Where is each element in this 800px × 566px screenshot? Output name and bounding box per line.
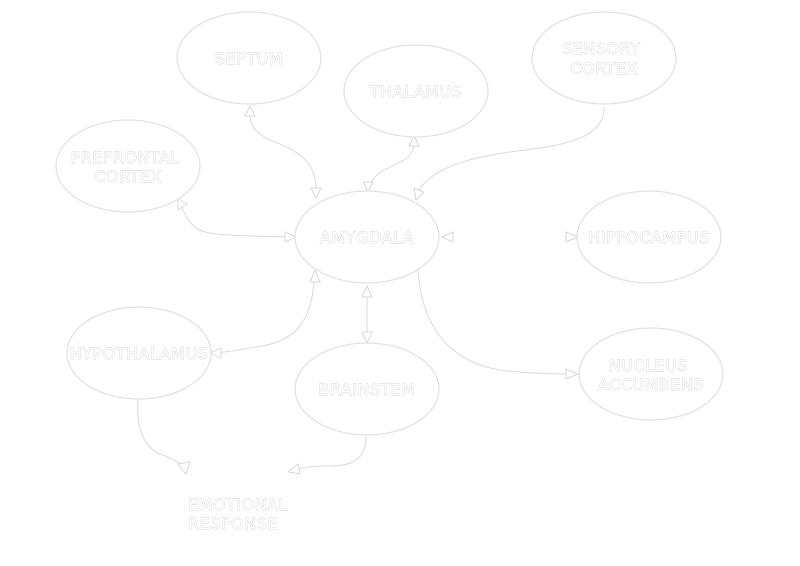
node-prefrontal-cortex-label: PREFRONTAL CORTEX <box>71 148 186 186</box>
edge-amygdala-septum <box>249 111 317 195</box>
node-nucleus-accumbens-label: NUCLEUS ACCUMBENS <box>598 356 704 394</box>
node-prefrontal-cortex: PREFRONTAL CORTEX <box>55 119 201 213</box>
arrowhead-into-amygdala-from-sensory-cortex <box>413 187 425 202</box>
node-hippocampus-shape <box>576 190 722 284</box>
node-nucleus-accumbens-shape <box>578 327 724 421</box>
node-brainstem: BRAINSTEM <box>294 342 440 436</box>
edge-amygdala-nucleus-accumbens <box>417 269 571 375</box>
node-amygdala-shape <box>294 190 440 284</box>
arrowhead-into-amygdala-from-brainstem <box>361 284 373 298</box>
node-thalamus-label: THALAMUS <box>369 82 463 101</box>
edges <box>137 107 605 471</box>
arrowhead-into-prefrontal-cortex <box>177 197 188 211</box>
node-septum-shape <box>176 11 322 105</box>
arrowhead-loose-into-amygdala <box>440 231 454 243</box>
node-brainstem-label: BRAINSTEM <box>318 380 415 399</box>
node-amygdala: AMYGDALA <box>294 190 440 284</box>
edge-sensory-cortex-amygdala <box>415 107 605 197</box>
node-hippocampus-label: HIPPOCAMPUS <box>588 228 710 247</box>
node-hypothalamus-label: HYPOTHALAMUS <box>70 344 209 363</box>
arrowhead-into-amygdala-from-septum <box>310 187 322 200</box>
node-septum-label: SEPTUM <box>215 49 283 68</box>
node-septum: SEPTUM <box>176 11 322 105</box>
node-hypothalamus-shape <box>66 306 212 400</box>
arrowhead-into-emotional-response-from-brainstem <box>286 463 301 475</box>
arrowhead-into-nucleus-accumbens <box>565 368 580 380</box>
node-sensory-cortex-label: SENSORY CORTEX <box>562 39 646 78</box>
arrowhead-into-hippocampus <box>565 231 580 243</box>
edge-amygdala-prefrontal-cortex <box>179 201 293 238</box>
node-emotional-response: EMOTIONAL RESPONSE <box>188 495 294 534</box>
arrowhead-into-emotional-response-from-hypothalamus <box>177 461 191 476</box>
node-sensory-cortex: SENSORY CORTEX <box>531 11 677 105</box>
node-prefrontal-cortex-shape <box>55 119 201 213</box>
arrowhead-into-hypothalamus <box>208 347 222 359</box>
edge-hypothalamus-emotional-response <box>137 399 183 467</box>
arrow-heads <box>177 104 580 476</box>
node-nucleus-accumbens: NUCLEUS ACCUMBENS <box>578 327 724 421</box>
node-thalamus: THALAMUS <box>343 44 489 138</box>
node-amygdala-label: AMYGDALA <box>320 228 414 247</box>
node-brainstem-shape <box>294 342 440 436</box>
arrowhead-into-amygdala-from-hypothalamus <box>309 268 321 283</box>
arrowhead-into-septum <box>244 104 256 117</box>
node-sensory-cortex-shape <box>531 11 677 105</box>
arrowhead-into-amygdala-from-thalamus <box>362 181 374 194</box>
node-emotional-response-label: EMOTIONAL RESPONSE <box>188 495 294 533</box>
arrowhead-into-amygdala-from-prefrontal-cortex <box>284 231 298 243</box>
edge-amygdala-hypothalamus <box>213 279 315 354</box>
edge-amygdala-thalamus <box>367 139 415 191</box>
node-thalamus-shape <box>343 44 489 138</box>
arrowhead-into-brainstem <box>361 331 373 345</box>
edge-brainstem-emotional-response <box>293 435 367 471</box>
node-hippocampus: HIPPOCAMPUS <box>576 190 722 284</box>
arrowhead-into-thalamus <box>408 134 420 147</box>
node-hypothalamus: HYPOTHALAMUS <box>66 306 212 400</box>
